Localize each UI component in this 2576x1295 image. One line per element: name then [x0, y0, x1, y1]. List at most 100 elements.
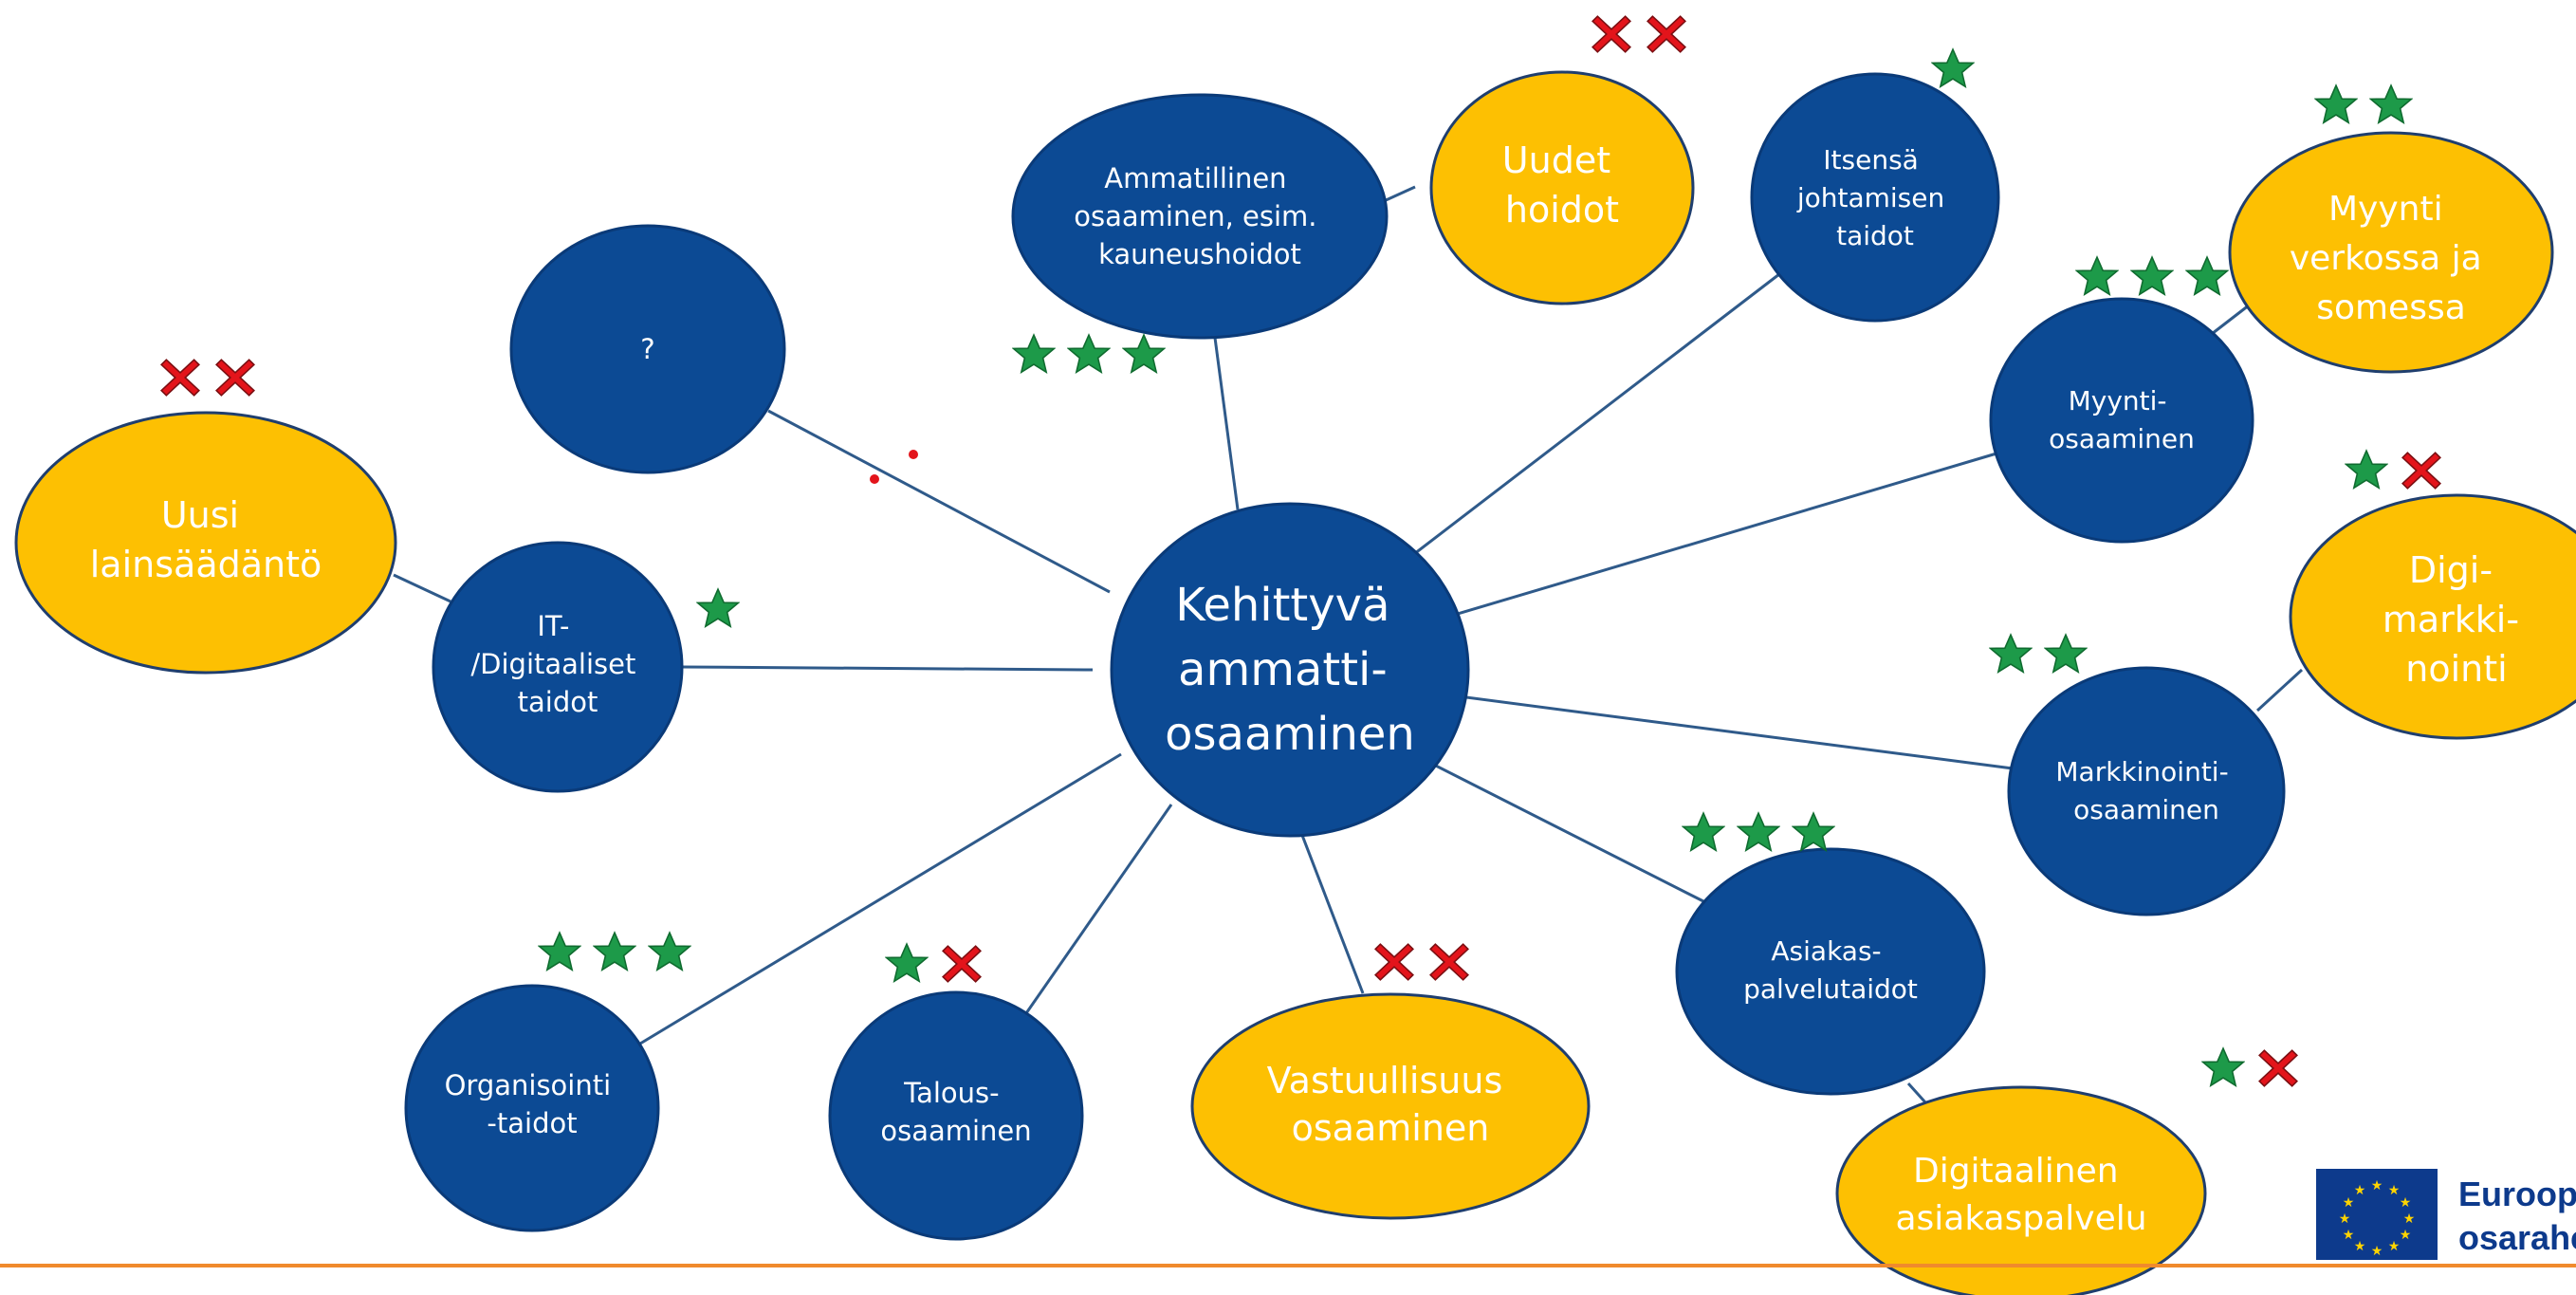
eu-logo-text: Euroop osarahc	[2458, 1173, 2576, 1260]
node-label-line: markki-	[2383, 599, 2519, 640]
svg-text:★: ★	[2403, 1212, 2416, 1227]
star-icon	[2345, 450, 2388, 490]
connector-ammatillinen	[1213, 337, 1240, 510]
svg-text:Talous- osaaminen: Talous- osaaminen	[880, 1077, 1031, 1147]
future-node-vastuu[interactable]: Vastuullisuus osaaminen	[1190, 992, 1591, 1220]
node-label-line: Myynti	[2328, 190, 2443, 229]
svg-text:Vastuullisuus osaaminen: Vastuullisuus osaaminen	[1267, 1060, 1515, 1149]
svg-text:Asiakas- palvelutaidot: Asiakas- palvelutaidot	[1743, 935, 1918, 1005]
svg-text:★: ★	[2339, 1212, 2351, 1227]
star-icon	[1067, 334, 1111, 374]
node-label-line: johtamisen	[1796, 182, 1944, 213]
connector-it	[680, 665, 1094, 672]
star-icon	[2201, 1047, 2245, 1087]
svg-text:Ammatillinen osaaminen,: Ammatillinen osaaminen, esim. kauneushoi…	[1074, 162, 1325, 270]
connector-digiasiakas	[1906, 1082, 1927, 1104]
svg-text:Organisointi -taidot: Organisointi -taidot	[445, 1069, 620, 1139]
cross-icon	[2401, 452, 2441, 490]
future-node-myyntiverkko[interactable]: Myynti verkossa ja somessa	[2228, 131, 2554, 374]
connector-organisointi	[639, 752, 1122, 1045]
star-icon	[1931, 48, 1975, 88]
cross-icon	[1592, 15, 1631, 53]
svg-text:Digitaalinen asiakaspalv: Digitaalinen asiakaspalvelu	[1895, 1152, 2146, 1238]
svg-text:Kehittyvä ammatti-: Kehittyvä ammatti- osaaminen	[1165, 579, 1415, 761]
svg-text:★: ★	[2388, 1239, 2401, 1254]
node-label-line: Ammatillinen	[1104, 162, 1286, 194]
star-icon	[2185, 256, 2229, 296]
svg-text:★: ★	[2371, 1178, 2383, 1193]
node-myynti[interactable]: Myynti- osaaminen	[1989, 297, 2254, 544]
star-icon	[2369, 84, 2413, 124]
cross-icon	[942, 945, 982, 983]
star-icon	[696, 588, 740, 628]
node-talous[interactable]: Talous- osaaminen	[828, 990, 1084, 1241]
future-node-uudet[interactable]: Uudet hoidot	[1429, 70, 1695, 305]
node-label-line: Uudet	[1502, 139, 1610, 181]
node-label-line: lainsäädäntö	[90, 544, 322, 585]
svg-text:★: ★	[2343, 1195, 2355, 1211]
svg-text:?: ?	[640, 333, 654, 365]
stray-dot	[909, 450, 918, 459]
svg-text:★: ★	[2371, 1244, 2383, 1259]
node-markkinointi[interactable]: Markkinointi- osaaminen	[2007, 666, 2286, 916]
stray-dot	[870, 474, 879, 484]
star-icon	[1682, 812, 1725, 852]
eu-logo: ★ ★ ★ ★ ★ ★ ★ ★ ★ ★ ★ ★ Euroop osarahc	[2316, 1165, 2576, 1269]
svg-text:★: ★	[2388, 1183, 2401, 1198]
node-label-line: Digitaalinen	[1913, 1152, 2119, 1191]
svg-text:★: ★	[2354, 1183, 2366, 1198]
node-label-line: taidot	[1836, 220, 1914, 251]
connector-markkinointi	[1436, 692, 2014, 770]
star-icon	[1122, 334, 1166, 374]
node-label-line: osaaminen, esim.	[1074, 200, 1316, 232]
svg-text:Myynti verkossa ja: Myynti verkossa ja somessa	[2290, 190, 2493, 327]
node-label-line: osaaminen	[880, 1115, 1031, 1147]
connector-myynti	[1431, 452, 1997, 623]
node-label-line: osaaminen	[2073, 794, 2219, 825]
node-label-line: -taidot	[487, 1107, 577, 1139]
node-label-line: ?	[640, 333, 654, 365]
node-asiakas[interactable]: Asiakas- palvelutaidot	[1675, 847, 1986, 1096]
center-label-line: Kehittyvä	[1175, 579, 1389, 632]
future-node-uusi[interactable]: Uusi lainsäädäntö	[14, 411, 397, 675]
svg-text:IT- /Digitaaliset: IT- /Digitaaliset taidot	[470, 610, 644, 718]
center-node[interactable]: Kehittyvä ammatti- osaaminen	[1110, 502, 1470, 838]
future-node-digiasiakas[interactable]: Digitaalinen asiakaspalvelu	[1835, 1085, 2207, 1295]
svg-text:★: ★	[2400, 1195, 2412, 1211]
node-label-line: Uusi	[161, 494, 239, 536]
star-icon	[2075, 256, 2119, 296]
node-question[interactable]: ?	[509, 224, 786, 474]
node-label-line: hoidot	[1505, 189, 1619, 231]
node-label-line: Organisointi	[445, 1069, 612, 1101]
connector-talous	[1024, 804, 1173, 1014]
connector-asiakas	[1412, 752, 1704, 903]
node-ammatillinen[interactable]: Ammatillinen osaaminen, esim. kauneushoi…	[1011, 93, 1389, 340]
connector-myyntiverkko	[2207, 300, 2254, 339]
node-itsensa[interactable]: Itsensä johtamisen taidot	[1750, 72, 2000, 323]
star-icon	[2130, 256, 2174, 296]
eu-flag-icon: ★ ★ ★ ★ ★ ★ ★ ★ ★ ★ ★ ★	[2316, 1169, 2438, 1260]
cross-icon	[2258, 1049, 2298, 1087]
node-label-line: Markkinointi-	[2055, 756, 2228, 787]
svg-text:★: ★	[2400, 1228, 2412, 1243]
star-icon	[2044, 634, 2088, 674]
node-label-line: osaaminen	[1292, 1107, 1490, 1149]
star-icon	[1792, 812, 1835, 852]
connector-itsensa	[1393, 272, 1780, 571]
node-label-line: Digi-	[2409, 549, 2493, 591]
star-icon	[1989, 634, 2033, 674]
node-label-line: Talous-	[903, 1077, 999, 1109]
node-organisointi[interactable]: Organisointi -taidot	[404, 984, 660, 1232]
cross-icon	[1429, 943, 1469, 981]
node-label-line: /Digitaaliset	[470, 648, 635, 680]
future-node-digimark[interactable]: Digi- markki- nointi	[2289, 493, 2576, 740]
center-label-line: osaaminen	[1165, 708, 1415, 761]
node-it[interactable]: IT- /Digitaaliset taidot	[432, 541, 684, 793]
node-label-line: somessa	[2316, 288, 2466, 327]
center-label-line: ammatti-	[1178, 643, 1388, 696]
svg-text:★: ★	[2354, 1239, 2366, 1254]
connector-uusi	[393, 573, 451, 603]
node-label-line: asiakaspalvelu	[1895, 1199, 2146, 1238]
connector-digimark	[2255, 668, 2304, 712]
